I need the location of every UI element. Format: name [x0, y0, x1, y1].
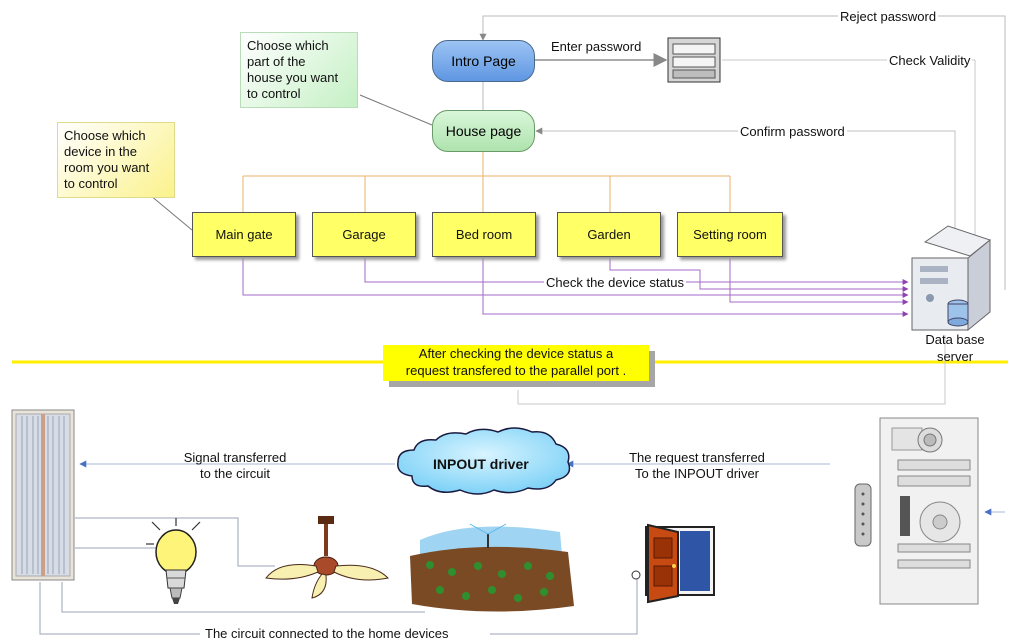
light-bulb-image	[146, 518, 201, 604]
database-label-line: Data base	[925, 332, 985, 347]
label-line: The request transferred	[629, 450, 765, 465]
database-server-label: Data base server	[912, 331, 998, 365]
circuit-wires	[39, 517, 638, 635]
room-tree-lines	[242, 152, 731, 212]
intro-page-node: Intro Page	[432, 40, 535, 82]
reject-password-line	[479, 15, 1006, 290]
inpout-driver-label: INPOUT driver	[433, 456, 529, 472]
house-page-label: House page	[445, 123, 522, 139]
label-line: Signal transferred	[183, 450, 287, 465]
room-setting-room: Setting room	[677, 212, 783, 257]
intro-page-label: Intro Page	[451, 53, 516, 69]
house-note: Choose which part of the house you want …	[240, 32, 358, 108]
computer-tower-image	[854, 417, 979, 605]
check-validity-label: Check Validity	[887, 53, 973, 68]
banner-line: After checking the device status a	[418, 346, 614, 361]
note-line: Choose which	[247, 38, 329, 53]
room-garage: Garage	[312, 212, 416, 257]
room-label: Garage	[342, 227, 386, 242]
confirm-password-line	[535, 127, 956, 250]
note-line: Choose which	[64, 128, 146, 143]
database-label-line: server	[936, 349, 974, 364]
room-garden: Garden	[557, 212, 661, 257]
room-main-gate: Main gate	[192, 212, 296, 257]
door-image	[631, 523, 715, 604]
room-label: Bed room	[455, 227, 513, 242]
room-label: Setting room	[693, 227, 767, 242]
room-label: Main gate	[215, 227, 273, 242]
parallel-port-banner: After checking the device status a reque…	[383, 345, 649, 381]
confirm-password-label: Confirm password	[738, 124, 847, 139]
ceiling-fan-image	[265, 516, 390, 599]
house-page-node: House page	[432, 110, 535, 152]
breadboard-image	[11, 409, 75, 581]
note-line: to control	[64, 176, 118, 191]
request-transferred-label: The request transferred To the INPOUT dr…	[612, 450, 782, 482]
signal-transferred-label: Signal transferred to the circuit	[160, 450, 310, 482]
banner-line: request transfered to the parallel port …	[405, 363, 627, 378]
check-device-status-label: Check the device status	[544, 275, 687, 290]
note-line: part of the	[247, 54, 306, 69]
device-status-lines	[242, 258, 909, 317]
reject-password-label: Reject password	[838, 9, 939, 24]
label-line: To the INPOUT driver	[634, 466, 760, 481]
garden-irrigation-image	[410, 523, 574, 612]
enter-password-label: Enter password	[549, 39, 644, 54]
inpout-cloud-shape	[397, 427, 571, 495]
device-note: Choose which device in the room you want…	[57, 122, 175, 198]
room-label: Garden	[587, 227, 631, 242]
password-form-icon	[667, 37, 721, 83]
room-bed-room: Bed room	[432, 212, 536, 257]
label-line: to the circuit	[199, 466, 271, 481]
note-line: device in the	[64, 144, 137, 159]
note-line: house you want	[247, 70, 339, 85]
circuit-connected-label: The circuit connected to the home device…	[203, 626, 451, 641]
database-server-icon	[911, 225, 992, 332]
note-line: room you want	[64, 160, 150, 175]
note-line: to control	[247, 86, 301, 101]
